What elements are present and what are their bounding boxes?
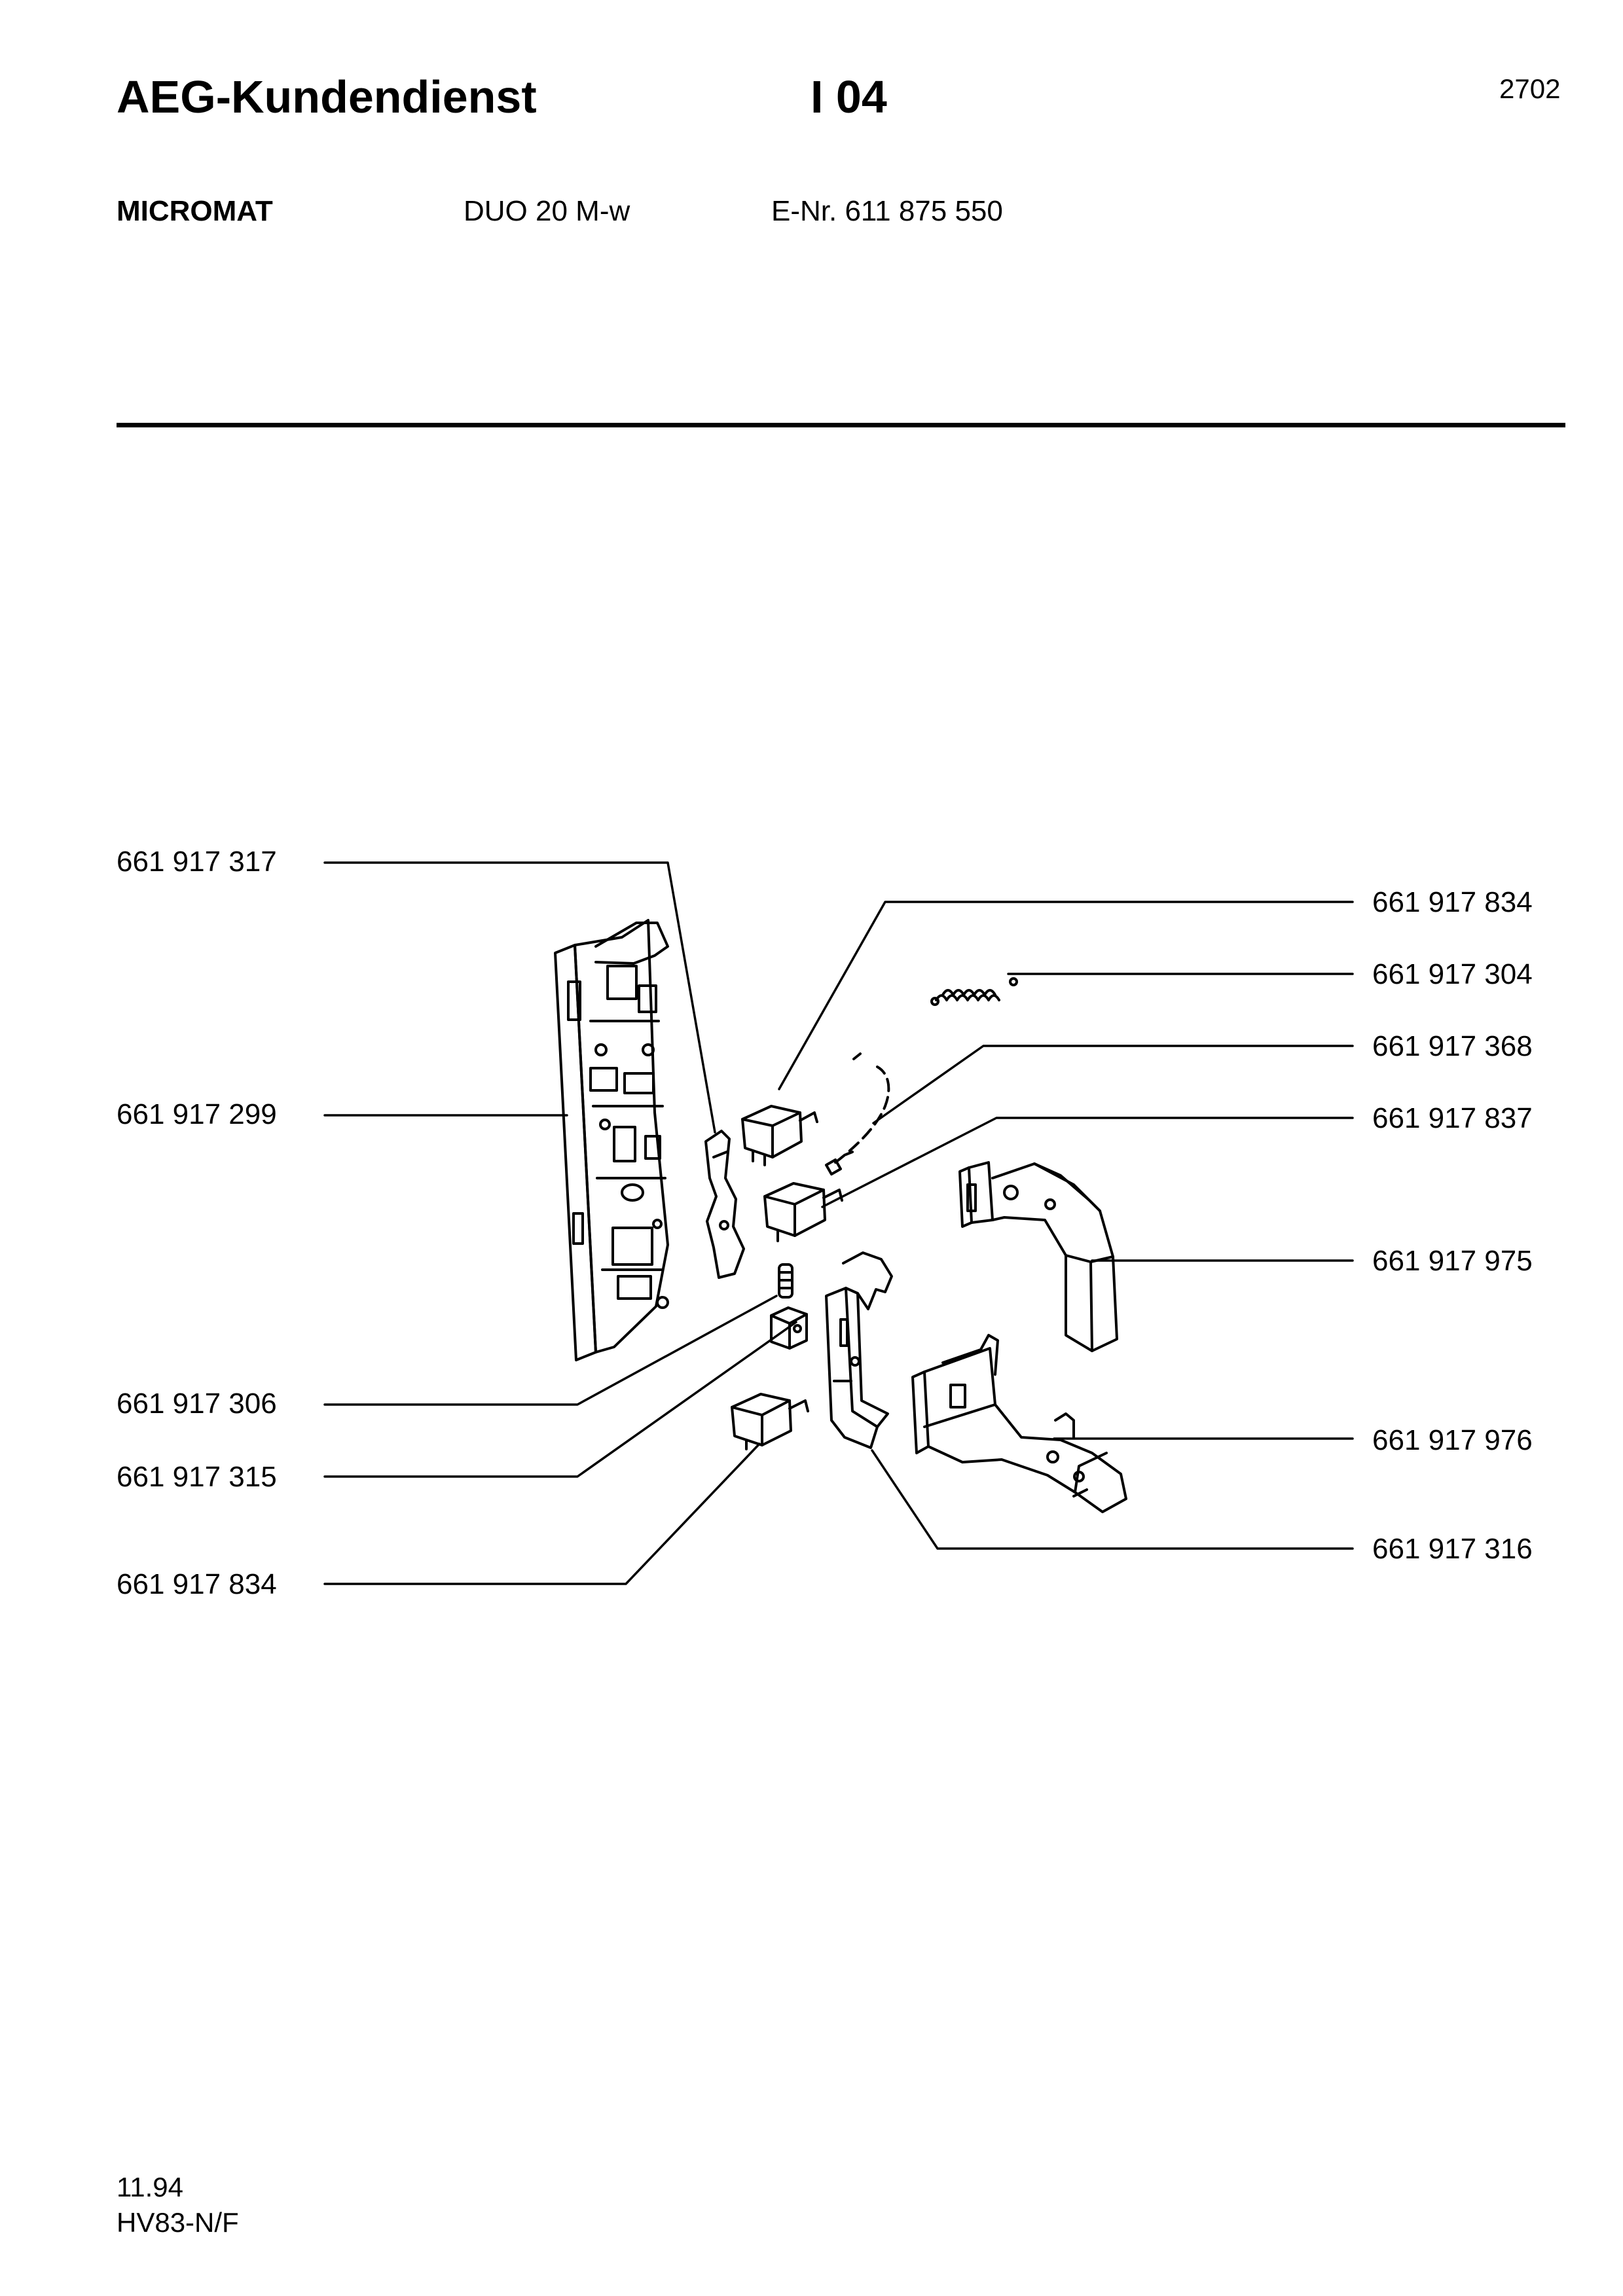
part-label-right-5: 661 917 975 [1372, 1245, 1533, 1277]
part-label-right-1: 661 917 834 [1372, 886, 1533, 918]
small-spring [778, 1263, 793, 1299]
leader-left-5 [323, 1443, 761, 1585]
part-label-left-5: 661 917 834 [117, 1568, 277, 1600]
product-e-number: E-Nr. 611 875 550 [771, 195, 1003, 227]
latch-lever [704, 1130, 745, 1279]
product-name: MICROMAT [117, 195, 273, 227]
part-label-right-3: 661 917 368 [1372, 1030, 1533, 1062]
micro-switch-upper [741, 1105, 818, 1166]
part-label-left-4: 661 917 315 [117, 1461, 277, 1493]
page-number: 2702 [1499, 73, 1561, 104]
product-model: DUO 20 M-w [464, 195, 630, 227]
part-label-left-3: 661 917 306 [117, 1388, 277, 1420]
micro-switch-middle [763, 1182, 843, 1242]
part-label-left-2: 661 917 299 [117, 1098, 277, 1130]
small-clip [770, 1306, 808, 1350]
leader-left-3 [323, 1295, 778, 1406]
header-divider [117, 423, 1565, 427]
footer-date: 11.94 [117, 2172, 183, 2202]
brand-title: AEG-Kundendienst [117, 71, 537, 122]
leader-right-1 [778, 901, 1354, 1090]
leader-right-4 [821, 1117, 1354, 1208]
part-label-left-1: 661 917 317 [117, 846, 277, 878]
part-label-right-6: 661 917 976 [1372, 1424, 1533, 1456]
spring [930, 977, 1018, 1006]
footer-code: HV83-N/F [117, 2207, 239, 2238]
leader-right-7 [871, 1449, 1354, 1550]
part-label-right-4: 661 917 837 [1372, 1102, 1533, 1134]
mounting-bracket-lower [911, 1334, 1127, 1513]
wire-link [825, 1052, 890, 1175]
leader-left-1 [323, 861, 716, 1134]
section-code: I 04 [811, 71, 887, 122]
part-label-right-2: 661 917 304 [1372, 958, 1533, 990]
micro-switch-lower [731, 1393, 809, 1450]
angled-bracket-upper [958, 1161, 1118, 1352]
leader-left-4 [323, 1321, 797, 1478]
leader-right-3 [872, 1045, 1354, 1124]
leader-lines [323, 861, 1354, 1585]
slide-bracket [825, 1251, 893, 1449]
part-label-right-7: 661 917 316 [1372, 1533, 1533, 1565]
latch-carrier-plate [554, 919, 669, 1361]
